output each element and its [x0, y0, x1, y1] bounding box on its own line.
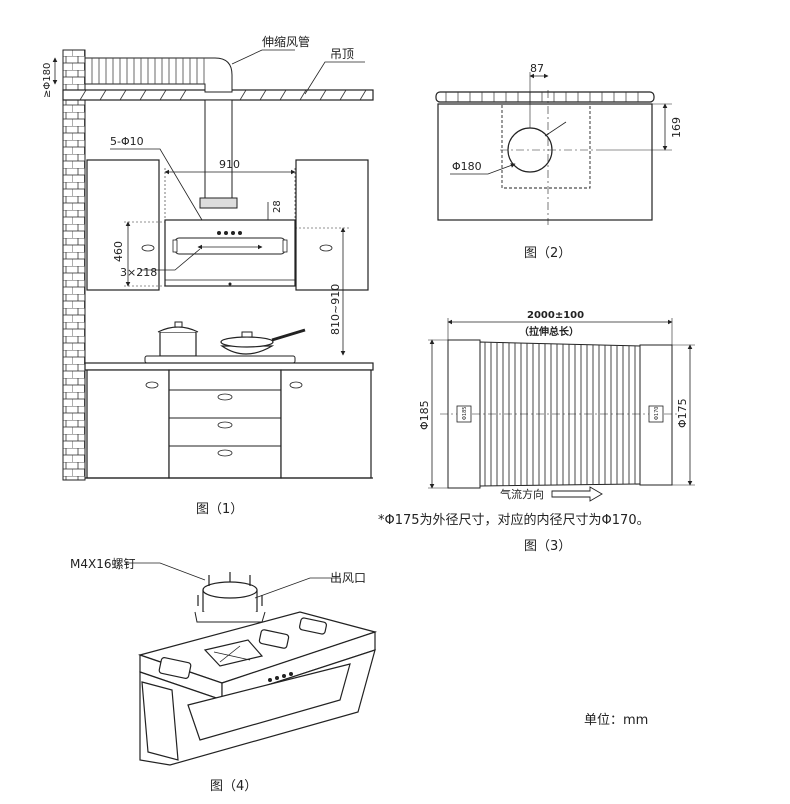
- caption-fig2: 图（2）: [524, 246, 571, 261]
- dim-2000: 2000±100: [527, 310, 584, 321]
- range-hood-front: [164, 219, 296, 287]
- figure-4: M4X16螺钉 出风口 图（4）: [70, 557, 378, 794]
- dim-28: 28: [272, 200, 283, 213]
- caption-fig1: 图（1）: [196, 502, 243, 517]
- label-5-holes: 5-Φ10: [110, 135, 144, 148]
- range-hood-3d: [137, 611, 378, 766]
- label-ceiling: 吊顶: [330, 47, 354, 61]
- upper-cabinet-left: [86, 159, 160, 291]
- label-airflow: 气流方向: [500, 487, 544, 501]
- unit-label: 单位：mm: [584, 713, 648, 728]
- dim-width-910: 910: [219, 158, 240, 171]
- flex-hose-horizontal: [84, 57, 233, 93]
- frying-pan: [220, 328, 306, 355]
- dim-phi185: Φ185: [418, 400, 431, 430]
- dim-2000-note: （拉伸总长）: [519, 325, 579, 338]
- brick-wall: [62, 49, 86, 481]
- figure-3: 2000±100 （拉伸总长）: [378, 310, 695, 554]
- pot: [157, 321, 199, 357]
- cooktop: [144, 355, 296, 364]
- caption-fig4: 图（4）: [210, 779, 257, 794]
- upper-cabinet-right: [295, 159, 369, 291]
- outlet-circle: [507, 127, 553, 173]
- note-diameter: *Φ175为外径尺寸，对应的内径尺寸为Φ170。: [378, 512, 650, 528]
- tag-phi170: Φ170: [654, 407, 660, 420]
- flex-hose: Φ185 Φ170: [440, 339, 680, 489]
- figure-1: ≥Φ180 伸缩风管 吊顶 910 5-Φ10: [42, 34, 374, 517]
- label-flex-hose: 伸缩风管: [262, 34, 310, 49]
- caption-fig3: 图（3）: [524, 539, 571, 554]
- flex-hose-vertical: [204, 99, 233, 201]
- dim-3x218: 3×218: [120, 266, 157, 279]
- label-phi180: Φ180: [452, 160, 482, 173]
- dim-460: 460: [112, 241, 125, 262]
- dim-87: 87: [530, 62, 544, 75]
- tag-phi185: Φ185: [462, 407, 468, 420]
- figure-2: 87 169 Φ180 图（2）: [435, 62, 683, 261]
- dim-810-910: 810~910: [329, 284, 342, 335]
- outlet-collar: [194, 572, 266, 623]
- base-cabinet-left: [86, 369, 170, 479]
- airflow-arrow: [551, 486, 603, 502]
- dim-phi180: ≥Φ180: [42, 63, 53, 98]
- label-screw: M4X16螺钉: [70, 557, 135, 571]
- dim-phi175: Φ175: [676, 398, 689, 428]
- dim-169: 169: [670, 117, 683, 138]
- label-outlet: 出风口: [330, 571, 366, 585]
- countertop: [84, 362, 374, 371]
